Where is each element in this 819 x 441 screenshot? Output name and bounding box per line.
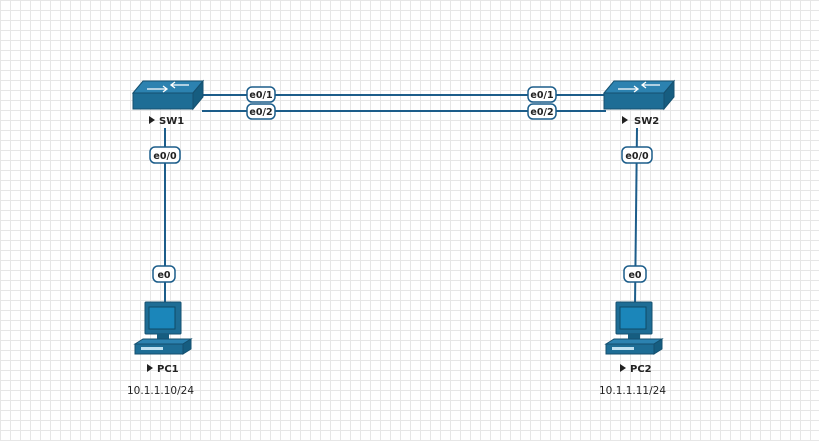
play-icon	[622, 116, 628, 124]
play-icon	[147, 364, 153, 372]
iface-label: e0/2	[249, 107, 272, 118]
switch-icon	[602, 79, 676, 111]
pc1-ip-note: 10.1.1.10/24	[127, 385, 194, 397]
iface-pc1-e0[interactable]: e0	[152, 265, 176, 283]
play-icon	[620, 364, 626, 372]
iface-label: e0/1	[249, 90, 272, 101]
iface-label: e0/0	[153, 151, 177, 162]
iface-sw1-e02[interactable]: e0/2	[246, 103, 276, 120]
iface-sw1-e01[interactable]: e0/1	[246, 86, 276, 103]
links	[164, 94, 638, 306]
pc-icon	[133, 301, 193, 355]
node-label-pc2: PC2	[630, 364, 652, 375]
interface-badges: e0/1 e0/2 e0/1 e0/2 e0/0 e0/0 e0 e0	[149, 86, 653, 283]
pc-icon	[604, 301, 664, 355]
node-label-pc1: PC1	[157, 364, 179, 375]
iface-sw2-e02[interactable]: e0/2	[527, 103, 557, 120]
play-icon	[149, 116, 155, 124]
iface-label: e0/0	[625, 151, 649, 162]
iface-pc2-e0[interactable]: e0	[623, 265, 647, 283]
iface-label: e0/1	[530, 90, 553, 101]
node-label-sw2: SW2	[634, 116, 659, 127]
iface-sw1-e00[interactable]: e0/0	[149, 146, 181, 164]
iface-label: e0/2	[530, 107, 553, 118]
iface-sw2-e01[interactable]: e0/1	[527, 86, 557, 103]
switch-icon	[131, 79, 205, 111]
switch-sw1[interactable]: SW1	[131, 79, 205, 127]
iface-sw2-e00[interactable]: e0/0	[621, 146, 653, 164]
switch-sw2[interactable]: SW2	[602, 79, 676, 127]
iface-label: e0	[628, 270, 641, 281]
pc-pc2[interactable]: PC2 10.1.1.11/24	[599, 301, 666, 397]
iface-label: e0	[157, 270, 170, 281]
node-label-sw1: SW1	[159, 116, 184, 127]
pc2-ip-note: 10.1.1.11/24	[599, 385, 666, 397]
pc-pc1[interactable]: PC1 10.1.1.10/24	[127, 301, 194, 397]
